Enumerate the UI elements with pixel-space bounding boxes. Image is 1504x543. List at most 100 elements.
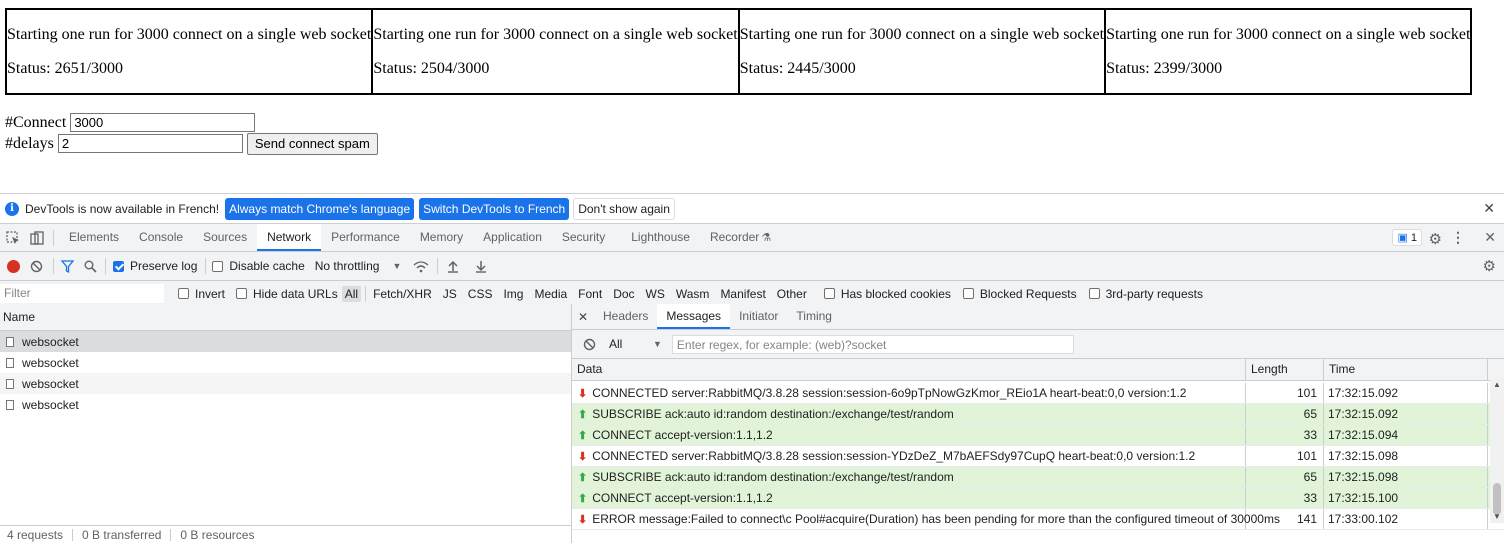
clear-messages-icon[interactable]	[583, 338, 596, 351]
type-filter-font[interactable]: Font	[578, 286, 603, 301]
type-filter-js[interactable]: JS	[442, 286, 457, 301]
always-match-language-button[interactable]: Always match Chrome's language	[225, 197, 415, 220]
preserve-log-checkbox[interactable]	[113, 260, 124, 272]
delays-input[interactable]	[57, 134, 243, 153]
tab-sources[interactable]: Sources	[203, 230, 248, 244]
blocked-cookies-label: Has blocked cookies	[840, 286, 951, 301]
time-column-header[interactable]: Time	[1324, 359, 1488, 380]
tab-security[interactable]: Security	[561, 230, 606, 244]
close-detail-icon[interactable]: ✕	[577, 309, 589, 324]
export-har-icon[interactable]	[475, 260, 487, 273]
data-column-header[interactable]: Data	[572, 359, 1246, 380]
request-row[interactable]: websocket	[0, 352, 571, 373]
message-data: SUBSCRIBE ack:auto id:random destination…	[592, 407, 954, 421]
close-devtools-icon[interactable]: ✕	[1484, 229, 1496, 245]
received-arrow-icon: ⬇	[578, 388, 588, 400]
messages-scrollbar[interactable]: ▲ ▼	[1490, 378, 1504, 523]
throttling-select[interactable]: No throttling	[314, 259, 380, 273]
sent-message-row[interactable]: ⬆CONNECT accept-version:1.1,1.2 33 17:32…	[572, 425, 1504, 446]
received-message-row[interactable]: ⬇CONNECTED server:RabbitMQ/3.8.28 sessio…	[572, 383, 1504, 404]
tab-elements[interactable]: Elements	[69, 230, 120, 244]
tab-performance[interactable]: Performance	[331, 230, 400, 244]
sent-arrow-icon: ⬆	[578, 409, 588, 421]
message-length: 65	[1246, 404, 1324, 424]
device-toolbar-icon[interactable]	[26, 230, 48, 245]
sent-arrow-icon: ⬆	[578, 493, 588, 505]
request-row[interactable]: websocket	[0, 373, 571, 394]
record-icon[interactable]	[7, 259, 20, 273]
tab-initiator[interactable]: Initiator	[739, 309, 779, 323]
type-filter-ws[interactable]: WS	[645, 286, 665, 301]
blocked-cookies-checkbox[interactable]	[823, 288, 835, 299]
disable-cache-checkbox[interactable]	[212, 260, 224, 272]
tab-application[interactable]: Application	[483, 230, 542, 244]
message-type-select[interactable]: All	[609, 337, 623, 351]
network-filterbar: Filter Invert Hide data URLs All Fetch/X…	[0, 281, 1504, 307]
scroll-down-icon[interactable]: ▼	[1493, 512, 1501, 521]
sent-message-row[interactable]: ⬆SUBSCRIBE ack:auto id:random destinatio…	[572, 467, 1504, 488]
type-filter-media[interactable]: Media	[534, 286, 568, 301]
tab-network[interactable]: Network	[257, 224, 322, 251]
filter-input[interactable]: Filter	[0, 284, 164, 303]
hide-data-urls-checkbox[interactable]	[236, 288, 248, 299]
invert-checkbox[interactable]	[178, 288, 189, 299]
clear-icon[interactable]	[29, 260, 43, 273]
run-status: Status: 2504/3000	[373, 60, 490, 77]
network-conditions-icon[interactable]	[413, 260, 429, 273]
tab-lighthouse[interactable]: Lighthouse	[631, 230, 690, 244]
received-message-row[interactable]: ⬇ERROR message:Failed to connect\c Pool#…	[572, 509, 1504, 530]
message-time: 17:32:15.098	[1324, 446, 1488, 466]
filter-icon[interactable]	[59, 259, 75, 273]
type-filter-other[interactable]: Other	[776, 286, 807, 301]
type-filter-img[interactable]: Img	[503, 286, 524, 301]
scroll-up-icon[interactable]: ▲	[1493, 380, 1501, 389]
network-settings-gear-icon[interactable]: ⚙	[1482, 258, 1496, 275]
messages-list: ⬇CONNECTED server:RabbitMQ/3.8.28 sessio…	[572, 381, 1504, 543]
tab-timing[interactable]: Timing	[796, 309, 832, 323]
issues-badge[interactable]: ▣ 1	[1392, 229, 1422, 246]
settings-gear-icon[interactable]: ⚙	[1428, 231, 1442, 248]
type-filter-css[interactable]: CSS	[467, 286, 493, 301]
type-filter-manifest[interactable]: Manifest	[720, 286, 766, 301]
blocked-requests-checkbox[interactable]	[962, 288, 974, 299]
send-connect-spam-button[interactable]: Send connect spam	[246, 132, 378, 155]
tab-messages[interactable]: Messages	[657, 304, 731, 329]
import-har-icon[interactable]	[447, 260, 459, 273]
regex-filter-input[interactable]: Enter regex, for example: (web)?socket	[671, 334, 1074, 354]
resources-size: 0 B resources	[180, 527, 255, 542]
type-filter-all[interactable]: All	[341, 285, 362, 302]
tab-recorder[interactable]: Recorder	[709, 230, 760, 244]
sent-message-row[interactable]: ⬆ SUBSCRIBE ack:auto id:random destinatio…	[572, 404, 1504, 425]
third-party-checkbox[interactable]	[1088, 288, 1100, 299]
type-filter-doc[interactable]: Doc	[613, 286, 635, 301]
dont-show-again-button[interactable]: Don't show again	[573, 197, 675, 220]
switch-to-french-button[interactable]: Switch DevTools to French	[419, 197, 570, 220]
tab-memory[interactable]: Memory	[419, 230, 464, 244]
run-cell: Starting one run for 3000 connect on a s…	[1104, 10, 1470, 93]
request-row[interactable]: websocket	[0, 331, 571, 352]
length-column-header[interactable]: Length	[1246, 359, 1324, 380]
chevron-down-icon: ▼	[653, 339, 662, 349]
close-infobar-icon[interactable]: ✕	[1483, 200, 1495, 216]
sent-message-row[interactable]: ⬆CONNECT accept-version:1.1,1.2 33 17:32…	[572, 488, 1504, 509]
document-icon	[6, 378, 14, 389]
received-message-row[interactable]: ⬇CONNECTED server:RabbitMQ/3.8.28 sessio…	[572, 446, 1504, 467]
scrollbar-thumb[interactable]	[1493, 483, 1501, 515]
request-row[interactable]: websocket	[0, 394, 571, 415]
flask-icon: ⚗	[761, 232, 772, 244]
inspect-element-icon[interactable]	[0, 230, 26, 245]
tab-headers[interactable]: Headers	[603, 309, 649, 323]
connect-input[interactable]	[70, 113, 256, 132]
type-filter-wasm[interactable]: Wasm	[675, 286, 710, 301]
transferred-size: 0 B transferred	[82, 527, 162, 542]
name-column-header[interactable]: Name	[0, 304, 571, 331]
tab-console[interactable]: Console	[139, 230, 184, 244]
info-icon: i	[5, 201, 19, 216]
type-filter-fetch-xhr[interactable]: Fetch/XHR	[373, 286, 432, 301]
run-cell: Starting one run for 3000 connect on a s…	[7, 10, 371, 93]
more-options-icon[interactable]: ⋮	[1451, 229, 1465, 245]
message-time: 17:32:15.092	[1324, 404, 1488, 424]
document-icon	[6, 357, 14, 368]
search-icon[interactable]	[82, 260, 98, 273]
infobar-message: DevTools is now available in French!	[25, 201, 220, 216]
